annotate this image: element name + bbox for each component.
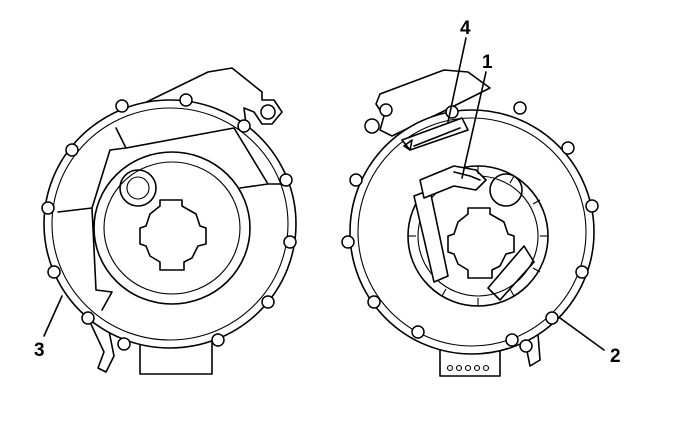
bolt [179, 93, 193, 107]
bolt [445, 105, 459, 119]
bolt [341, 235, 355, 249]
bolt [41, 201, 55, 215]
bolt [117, 337, 131, 351]
callout-4: 4 [460, 18, 471, 39]
pin [473, 364, 481, 372]
bolt [65, 143, 79, 157]
left-boss [119, 169, 157, 207]
bolt [367, 295, 381, 309]
leader-2 [559, 317, 605, 351]
right-arrow-detail [453, 171, 481, 181]
left-boss-inner [126, 176, 150, 200]
left-bracket-hole [260, 104, 276, 120]
left-perimeter-bolts [41, 93, 297, 351]
right-view [341, 69, 599, 377]
right-alignment-arrow [419, 165, 487, 199]
pin [482, 364, 490, 372]
right-boss [489, 173, 523, 207]
bolt [519, 339, 533, 353]
right-housing-rim [357, 117, 587, 347]
pin [464, 364, 472, 372]
bolt [283, 235, 297, 249]
leader-lines [43, 37, 605, 351]
right-bracket-hole [364, 118, 380, 134]
right-lower-wedge [487, 245, 535, 301]
bolt [561, 141, 575, 155]
leader-3 [43, 295, 63, 337]
bolt [575, 265, 589, 279]
right-rotor-ticks [408, 166, 548, 306]
left-housing-rim [51, 107, 289, 341]
pin [446, 364, 454, 372]
right-window-arrow [403, 127, 461, 151]
bolt [379, 103, 393, 117]
bolt [237, 119, 251, 133]
left-rotor-inner-ring [103, 161, 241, 295]
callout-2: 2 [610, 346, 621, 367]
right-connector-pins [446, 364, 490, 372]
bolt [279, 173, 293, 187]
bolt [505, 333, 519, 347]
bolt [513, 101, 527, 115]
leader-1 [461, 71, 487, 179]
left-cover-plate [57, 127, 287, 311]
callout-3: 3 [34, 340, 45, 361]
left-view [41, 67, 297, 375]
bolt [411, 325, 425, 339]
bolt [545, 311, 559, 325]
bolt [115, 99, 129, 113]
right-perimeter-bolts [341, 101, 599, 353]
bolt [261, 295, 275, 309]
bolt [81, 311, 95, 325]
callout-1: 1 [482, 52, 493, 73]
leader-4 [447, 37, 467, 123]
right-splined-hub [447, 207, 515, 279]
pin [455, 364, 463, 372]
bolt [47, 265, 61, 279]
bolt [585, 199, 599, 213]
bolt [349, 173, 363, 187]
bolt [211, 333, 225, 347]
left-rotor-outer-ring [93, 151, 251, 305]
right-top-window [401, 117, 469, 151]
left-splined-hub [139, 199, 207, 271]
